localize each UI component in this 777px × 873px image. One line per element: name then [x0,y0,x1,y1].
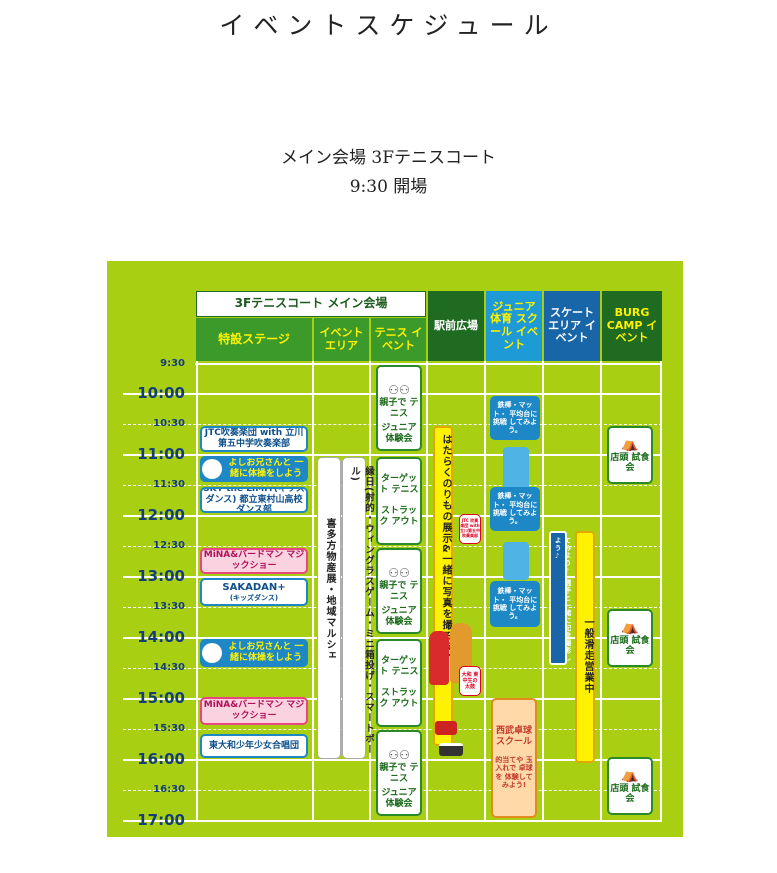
junior-gym-event: 鉄棒・マット・ 平均台に挑戦 してみよう。 [490,487,540,531]
time-label: 13:00 [137,567,185,585]
time-label: 15:30 [153,723,185,734]
time-label: 11:30 [153,479,185,490]
tennis-parent-child: ⚇⚇ 親子で テニスジュニア 体験会 [376,365,422,451]
players-icon: ⚇⚇ [388,383,410,398]
time-label: 13:30 [153,601,185,612]
stage-event-sakadan: SAKADAN+ (キッズダンス) [200,578,308,606]
table-tennis-school: 西武卓球 スクール 的当てや 玉入れで 卓球を 体験して みよう! [491,698,537,818]
general-skating-bar: 一般滑走営業中 [575,531,595,763]
avatar [202,459,222,479]
stage-event-jtc: JTC吹奏楽団 with 立川第五中学吹奏楽部 [200,426,308,452]
tent-icon: ⛺ [621,435,639,452]
stage-event-magic: MiNA&バードマン マジックショー [200,548,308,574]
stage-event-sky: SKY the LIMIT(キッズダンス) 都立東村山高校ダンス部 [200,487,308,513]
tennis-target: ターゲット テニスストラック アウト [376,457,422,545]
time-label: 16:30 [153,784,185,795]
stage-event-yoshio: よしお兄さんと 一緒に体操をしよう [200,456,308,482]
time-label: 17:00 [137,811,185,829]
schedule-board: 3Fテニスコート メイン会場 特設ステージ イベント エリア テニス イベント … [107,261,683,837]
players-icon: ⚇⚇ [388,748,410,763]
junior-gym-event: 鉄棒・マット・ 平均台に挑戦 してみよう。 [490,581,540,627]
gymnast-photo [503,542,529,580]
time-label: 14:00 [137,628,185,646]
ennichi-bar: 縁日(射的・ウィングラスゲーム・ミニ箱投げ・スマートボール) [342,457,374,759]
players-icon: ⚇⚇ [388,566,410,581]
time-label: 11:00 [137,445,185,463]
time-label: 15:00 [137,689,185,707]
burg-tasting: ⛺ 店頭 試食会 [607,609,653,667]
burg-tasting: ⛺ 店頭 試食会 [607,426,653,484]
vehicle-icon [435,721,457,735]
stage-event-choir: 東大和少年少女合唱団 [200,734,308,758]
time-label: 10:30 [153,418,185,429]
mascot-figure [429,631,449,685]
header-tennis-event: テニス イベント [371,318,426,361]
station-jtc-small: JTC 吹奏楽団 with 立川第五中 吹奏楽部 [459,514,481,544]
burg-tasting: ⛺ 店頭 試食会 [607,757,653,815]
tent-icon: ⛺ [621,618,639,635]
header-main-venue: 3Fテニスコート メイン会場 [196,291,426,317]
gymnast-photo [503,447,529,491]
time-label: 9:30 [160,358,185,369]
hockey-event-bar: アイスホッケーのシュートに挑戦してみよう♪ 選手と一緒に記念撮影しよう♪ [549,531,581,665]
time-label: 12:00 [137,506,185,524]
header-event-area: イベント エリア [314,318,369,361]
header-skate: スケート エリア イベント [544,291,600,361]
time-label: 12:30 [153,540,185,551]
vehicle-display-bar: はたらくのりもの展示&一緒に写真を撮ろう! [433,426,453,746]
market-bar: 喜多方物産展・地域マルシェ [317,457,341,759]
header-burg: BURG CAMP イベント [602,291,662,361]
header-junior: ジュニア 体育 スクール イベント [486,291,542,361]
tennis-parent-child: ⚇⚇ 親子で テニスジュニア 体験会 [376,548,422,634]
time-label: 10:00 [137,384,185,402]
vehicle-icon [439,743,463,756]
header-stage: 特設ステージ [196,318,312,361]
time-label: 16:00 [137,750,185,768]
header-station: 駅前広場 [428,291,484,361]
junior-gym-event: 鉄棒・マット・ 平均台に挑戦 してみよう。 [490,396,540,440]
stage-event-magic: MiNA&バードマン マジックショー [200,697,308,725]
tennis-target: ターゲット テニスストラック アウト [376,639,422,727]
venue-text: メイン会場 3Fテニスコート [280,148,496,168]
time-label: 14:30 [153,662,185,673]
opening-text: 9:30 開場 [349,177,428,197]
tent-icon: ⛺ [621,766,639,783]
station-taiko: 大和 東中生の 太鼓 [459,666,481,696]
tennis-parent-child: ⚇⚇ 親子で テニスジュニア 体験会 [376,730,422,816]
avatar [202,643,222,663]
page-title: イベントスケジュール [219,11,558,40]
stage-event-yoshio: よしお兄さんと 一緒に体操をしよう [200,639,308,667]
